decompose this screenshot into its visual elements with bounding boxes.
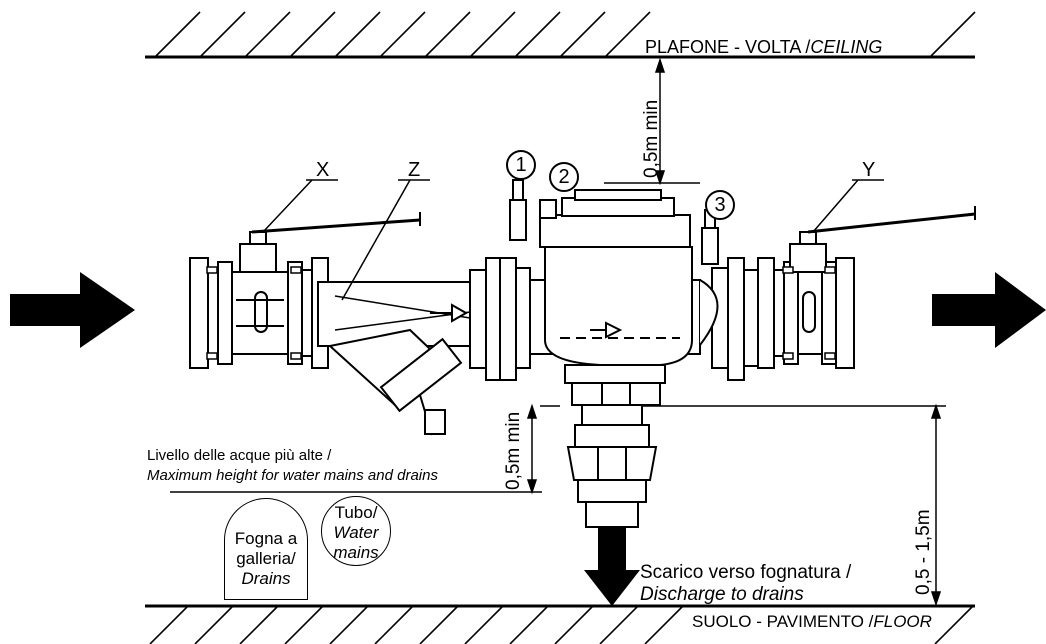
drains-box-line3: Drains: [241, 569, 291, 588]
dimension-middle: [170, 403, 560, 495]
discharge-arrow: [584, 527, 640, 606]
test-cock-2: 2: [549, 162, 579, 192]
drains-box-line2: galleria/: [236, 549, 296, 568]
water-level-line1: Livello delle acque più alte /: [147, 447, 332, 464]
mains-line2: Water: [333, 523, 379, 542]
floor-label: SUOLO - PAVIMENTO /FLOOR: [692, 613, 932, 630]
ceiling-label: PLAFONE - VOLTA /CEILING: [645, 38, 882, 56]
mains-line3: mains: [333, 543, 379, 562]
y-strainer-z: [317, 257, 501, 436]
water-mains-circle: Tubo/ Water mains: [321, 496, 391, 566]
flow-out-arrow: [932, 272, 1046, 348]
callout-z: Z: [408, 159, 421, 181]
drains-box-line1: Fogna a: [234, 529, 298, 548]
discharge-funnel: [566, 404, 658, 528]
callout-y: Y: [862, 159, 876, 181]
floor-label-italic: FLOOR: [873, 612, 932, 631]
floor-label-main: SUOLO - PAVIMENTO /: [692, 612, 874, 631]
dimension-top: [604, 57, 700, 186]
flow-in-arrow: [10, 272, 135, 348]
discharge-line1: Scarico verso fognatura /: [640, 562, 852, 583]
water-level-line2: Maximum height for water mains and drain…: [147, 467, 438, 484]
backflow-preventer: [499, 179, 745, 406]
dimension-top-label: 0,5m min: [641, 99, 662, 178]
test-cock-3: 3: [705, 190, 735, 220]
discharge-line2: Discharge to drains: [640, 584, 804, 605]
dimension-right: [610, 403, 946, 607]
floor: [145, 604, 975, 644]
mains-line1: Tubo/: [334, 503, 378, 522]
ceiling-label-main: PLAFONE - VOLTA /: [645, 37, 811, 57]
ball-valve-y: [743, 206, 976, 369]
ceiling-label-italic: CEILING: [810, 37, 883, 57]
dimension-middle-label: 0,5m min: [503, 411, 524, 490]
ceiling: [145, 11, 976, 59]
callout-leaders: [262, 179, 884, 301]
dimension-right-label: 0,5 - 1,5m: [913, 509, 934, 595]
callout-x: X: [316, 159, 330, 181]
test-cock-1: 1: [506, 150, 536, 180]
drains-box: Fogna a galleria/ Drains: [224, 498, 308, 600]
